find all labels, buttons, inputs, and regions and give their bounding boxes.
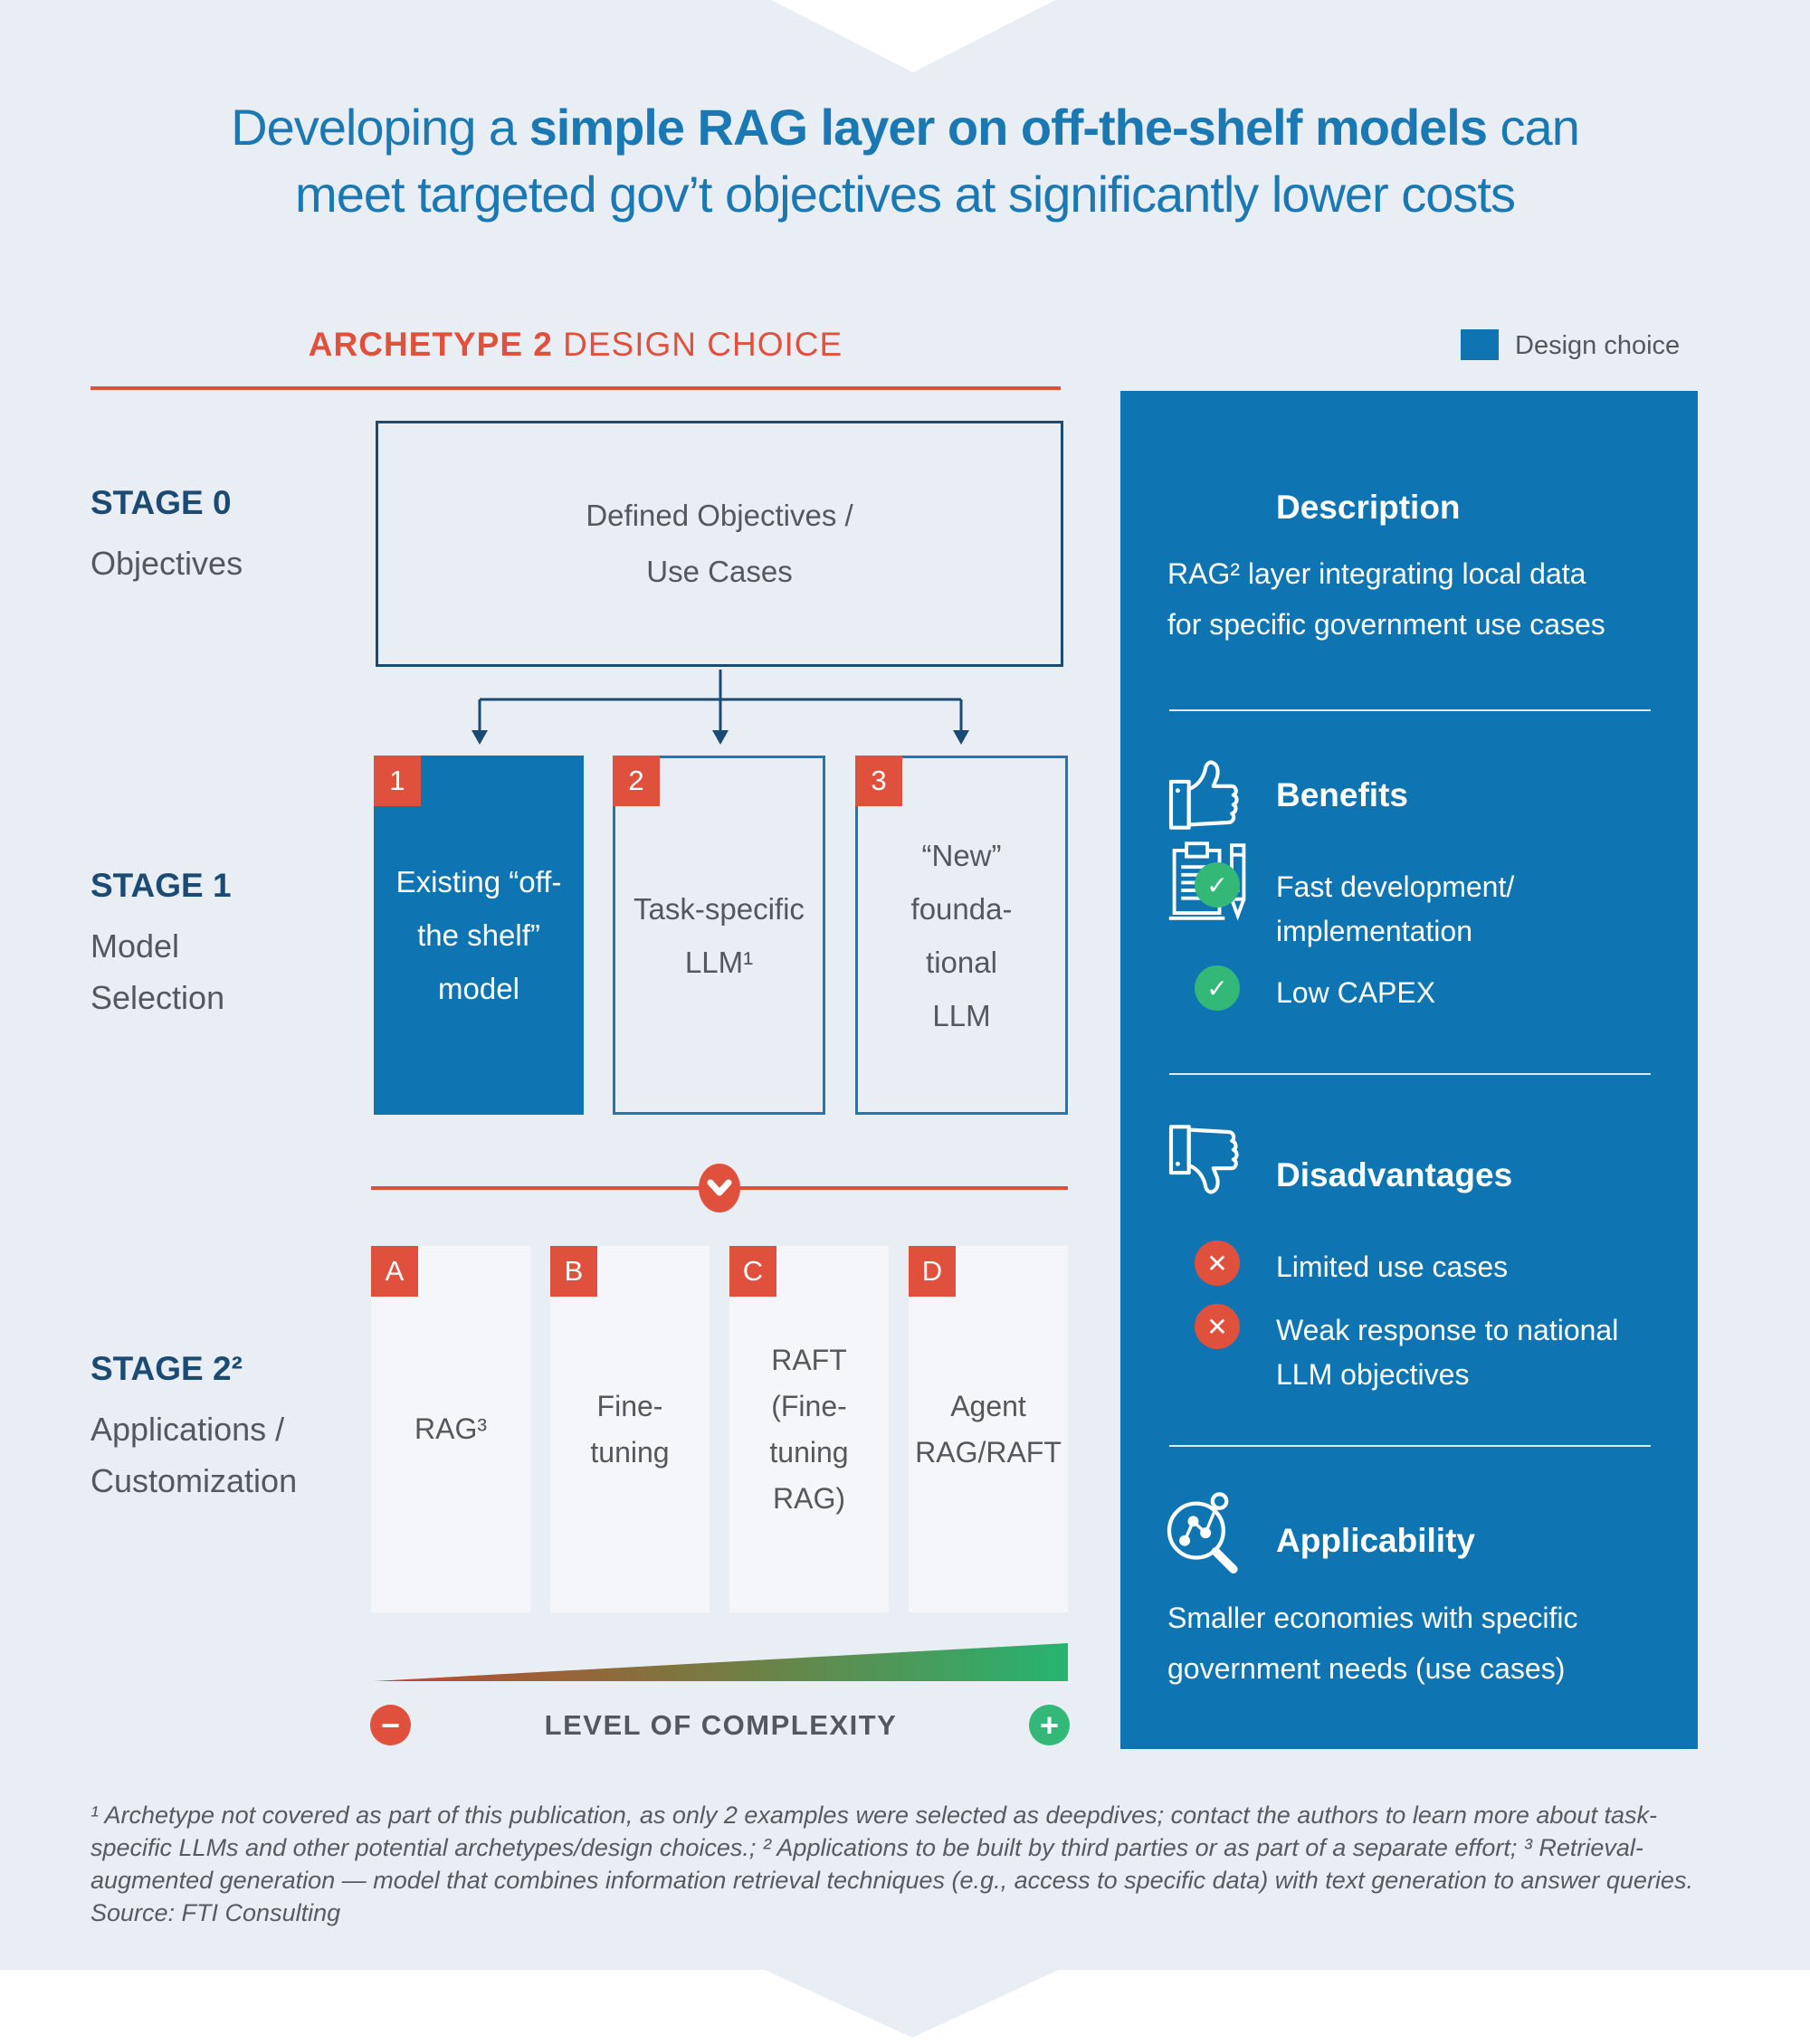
branch-arrows [472, 670, 969, 745]
stage1-option-task-specific-llm: Task-specific LLM¹ [613, 756, 825, 1115]
minus-glyph: − [380, 1707, 401, 1744]
panel-divider-2 [1169, 1073, 1651, 1075]
chevron-down-icon [699, 1164, 740, 1212]
stage2-optionD-text: Agent RAG/RAFT [915, 1389, 1062, 1469]
page-title: Developing a simple RAG layer on off-the… [81, 94, 1729, 228]
stage2-label: STAGE 2² [90, 1350, 243, 1387]
benefits-title: Benefits [1276, 776, 1408, 813]
plus-glyph: + [1039, 1707, 1060, 1744]
thumbs-up-icon [1168, 760, 1239, 830]
complexity-axis-label: LEVEL OF COMPLEXITY [544, 1709, 898, 1741]
check-icon: ✓ [1195, 862, 1240, 908]
benefit-item-1: Fast development/ implementation [1276, 870, 1515, 947]
check-icon: ✓ [1195, 965, 1240, 1011]
stage0-objectives-box: Defined Objectives / Use Cases [376, 421, 1063, 667]
stage2-tag-C: C [729, 1246, 776, 1297]
complexity-gradient-wedge [374, 1643, 1068, 1681]
cross-icon: ✕ [1195, 1241, 1240, 1286]
stage2-option-fine-tuning: Fine- tuning [550, 1246, 710, 1612]
stage0-objectives-text: Defined Objectives / Use Cases [586, 499, 853, 588]
archetype-section-header: ARCHETYPE 2 DESIGN CHOICE [90, 326, 1061, 364]
stage2-option-agent-rag-raft: Agent RAG/RAFT [909, 1246, 1068, 1612]
page-title-line1: Developing a simple RAG layer on off-the… [231, 99, 1580, 156]
stage2-tag-B: B [550, 1246, 597, 1297]
stage2-tag-D: D [909, 1246, 956, 1297]
stage1-label: STAGE 1 [90, 867, 232, 904]
legend-design-choice-label: Design choice [1515, 331, 1681, 360]
bottom-chevron-decoration [765, 1970, 1059, 2038]
design-choice-detail-panel: Description RAG² layer integrating local… [1120, 391, 1698, 1749]
cross-glyph: ✕ [1206, 1311, 1228, 1342]
description-title: Description [1276, 489, 1461, 526]
thumbs-down-icon [1168, 1125, 1239, 1194]
stage0-sublabel: Objectives [90, 545, 243, 582]
stage1-option1-text: Existing “off- the shelf” model [395, 865, 562, 1005]
stage2-optionA-text: RAG³ [414, 1412, 487, 1445]
benefit-item-2: Low CAPEX [1276, 976, 1436, 1009]
panel-divider-3 [1169, 1445, 1651, 1447]
page-title-line2: meet targeted gov’t objectives at signif… [295, 166, 1516, 223]
archetype-label: ARCHETYPE 2 [308, 326, 553, 363]
legend-design-choice-swatch [1461, 329, 1499, 360]
stage2-optionB-text: Fine- tuning [590, 1389, 670, 1469]
stage1-option3-text: “New” founda- tional LLM [910, 838, 1013, 1032]
stage1-option2-text: Task-specific LLM¹ [634, 891, 805, 979]
stage1-option-new-foundational-llm: “New” founda- tional LLM [855, 756, 1068, 1115]
minus-icon: − [370, 1705, 411, 1745]
stage2-optionC-text: RAFT (Fine- tuning RAG) [769, 1343, 849, 1515]
disadvantages-title: Disadvantages [1276, 1156, 1513, 1193]
applicability-title: Applicability [1276, 1522, 1475, 1559]
archetype-sublabel: DESIGN CHOICE [552, 326, 843, 363]
disadvantage-item-1: Limited use cases [1276, 1250, 1509, 1283]
archetype-underline [90, 386, 1061, 390]
stage1-tag-2: 2 [613, 756, 660, 806]
cross-glyph: ✕ [1206, 1248, 1228, 1279]
stage1-tag-1: 1 [374, 756, 421, 806]
check-glyph: ✓ [1206, 870, 1228, 900]
panel-divider-1 [1169, 709, 1651, 711]
check-glyph: ✓ [1206, 973, 1228, 1003]
stage2-sublabel: Applications / Customization [90, 1411, 298, 1499]
stage1-sublabel: Model Selection [90, 927, 225, 1016]
stage0-label: STAGE 0 [90, 484, 232, 521]
disadvantage-item-2: Weak response to national LLM objectives [1276, 1314, 1619, 1391]
stage1-option-existing-model: Existing “off- the shelf” model [374, 756, 584, 1115]
stage2-option-raft: RAFT (Fine- tuning RAG) [729, 1246, 889, 1612]
stage2-option-rag: RAG³ [371, 1246, 530, 1612]
cross-icon: ✕ [1195, 1304, 1240, 1349]
stage1-tag-3: 3 [855, 756, 902, 806]
footnotes: ¹ Archetype not covered as part of this … [90, 1802, 1693, 1926]
applicability-body: Smaller economies with specific governme… [1167, 1602, 1578, 1685]
plus-icon: + [1029, 1705, 1070, 1745]
applicability-icon [1167, 1492, 1238, 1574]
top-chevron-decoration [771, 0, 1055, 72]
description-body: RAG² layer integrating local data for sp… [1167, 557, 1605, 641]
stage2-tag-A: A [371, 1246, 418, 1297]
